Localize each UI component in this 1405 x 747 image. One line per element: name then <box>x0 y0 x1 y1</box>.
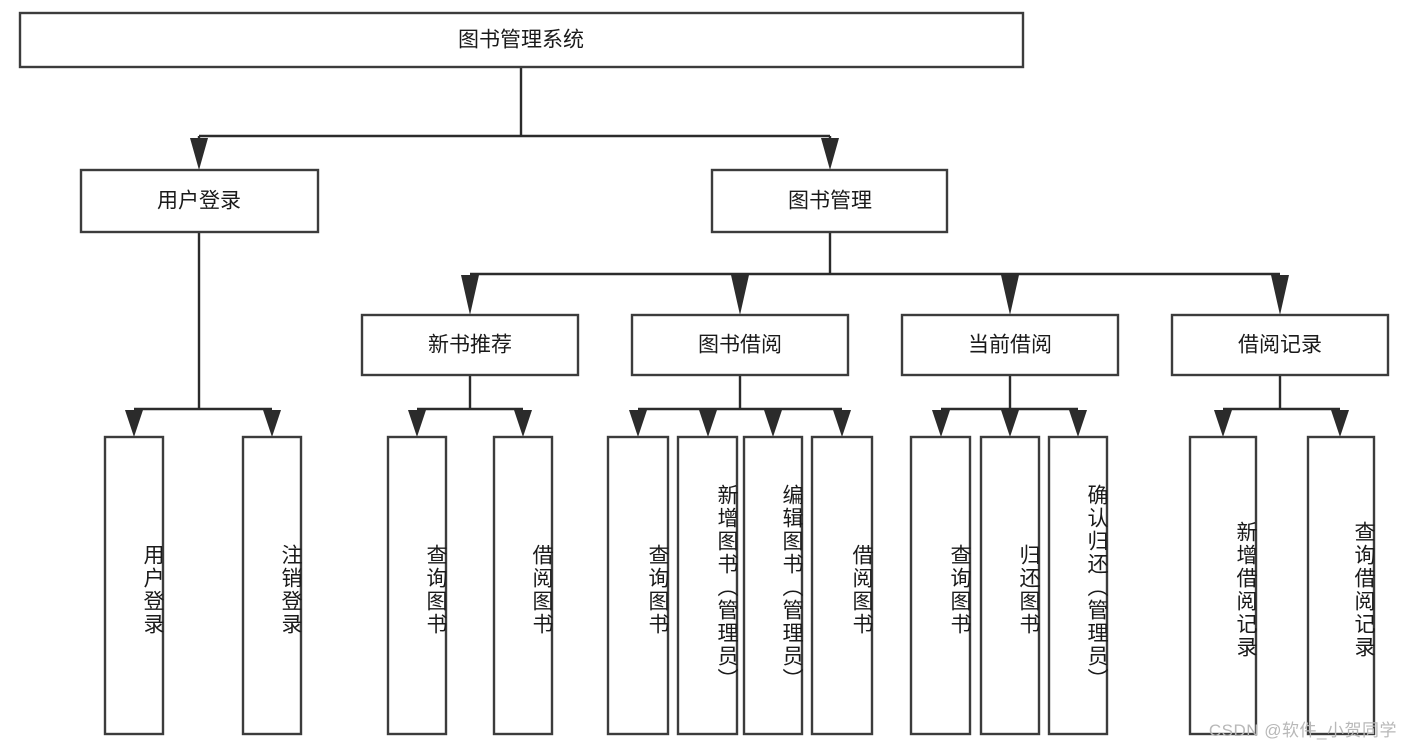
arrow-icon-bookborrow-leaf-1 <box>629 410 647 437</box>
arrow-icon-currentborrow-leaf-1 <box>932 410 950 437</box>
node-box-new-book-recommend[interactable] <box>360 313 580 377</box>
node-box-leaf-borrow-book-1[interactable] <box>492 435 554 736</box>
node-box-book-borrow[interactable] <box>630 313 850 377</box>
connector-group-root <box>190 67 839 170</box>
node-box-book-manage[interactable] <box>710 168 949 234</box>
arrow-icon-user-leaf-2 <box>263 410 281 437</box>
node-box-leaf-query-borrow-record[interactable] <box>1306 435 1376 736</box>
node-box-leaf-add-borrow-record[interactable] <box>1188 435 1258 736</box>
arrow-icon-newbook-leaf-2 <box>514 410 532 437</box>
arrow-icon-book-child-3 <box>1001 275 1019 315</box>
node-box-borrow-record[interactable] <box>1170 313 1390 377</box>
connector-group-new-book <box>408 375 532 437</box>
watermark-label: CSDN @软件_小贺同学 <box>1208 721 1397 740</box>
node-box-leaf-user-login[interactable] <box>103 435 165 736</box>
arrow-icon-bookborrow-leaf-4 <box>833 410 851 437</box>
node-label-new-book-recommend: 新书推荐 <box>428 334 512 357</box>
node-box-leaf-edit-book-admin[interactable] <box>742 435 804 736</box>
arrow-icon-book-child-1 <box>461 275 479 315</box>
connector-group-user-login <box>125 232 281 437</box>
arrow-icon-borrowrecord-leaf-1 <box>1214 410 1232 437</box>
connector-group-current-borrow <box>932 375 1087 437</box>
arrow-icon-book-child-4 <box>1271 275 1289 315</box>
node-box-leaf-query-book-2[interactable] <box>606 435 670 736</box>
arrow-icon-user-leaf-1 <box>125 410 143 437</box>
node-box-root[interactable] <box>18 11 1025 69</box>
node-label-root: 图书管理系统 <box>458 29 584 52</box>
arrow-icon-root-user <box>190 138 208 170</box>
connector-group-book-borrow <box>629 375 851 437</box>
node-box-leaf-user-logout[interactable] <box>241 435 303 736</box>
node-label-user-login: 用户登录 <box>157 190 241 213</box>
node-box-leaf-borrow-book-2[interactable] <box>810 435 874 736</box>
arrow-icon-currentborrow-leaf-3 <box>1069 410 1087 437</box>
node-label-borrow-record: 借阅记录 <box>1238 334 1322 357</box>
connector-group-borrow-record <box>1214 375 1349 437</box>
node-box-leaf-return-book[interactable] <box>979 435 1041 736</box>
node-label-book-manage: 图书管理 <box>788 190 872 213</box>
arrow-icon-borrowrecord-leaf-2 <box>1331 410 1349 437</box>
node-label-book-borrow: 图书借阅 <box>698 334 782 357</box>
node-label-current-borrow: 当前借阅 <box>968 334 1052 357</box>
connector-group-book-manage <box>461 232 1289 315</box>
node-box-user-login[interactable] <box>79 168 320 234</box>
node-box-leaf-add-book-admin[interactable] <box>676 435 739 736</box>
arrow-icon-book-child-2 <box>731 275 749 315</box>
arrow-icon-bookborrow-leaf-3 <box>764 410 782 437</box>
arrow-icon-newbook-leaf-1 <box>408 410 426 437</box>
node-box-leaf-query-book-1[interactable] <box>386 435 448 736</box>
node-box-leaf-query-book-3[interactable] <box>909 435 972 736</box>
node-box-current-borrow[interactable] <box>900 313 1120 377</box>
arrow-icon-root-book <box>821 138 839 170</box>
arrow-icon-bookborrow-leaf-2 <box>699 410 717 437</box>
node-box-leaf-confirm-return-admin[interactable] <box>1047 435 1109 736</box>
arrow-icon-currentborrow-leaf-2 <box>1001 410 1019 437</box>
